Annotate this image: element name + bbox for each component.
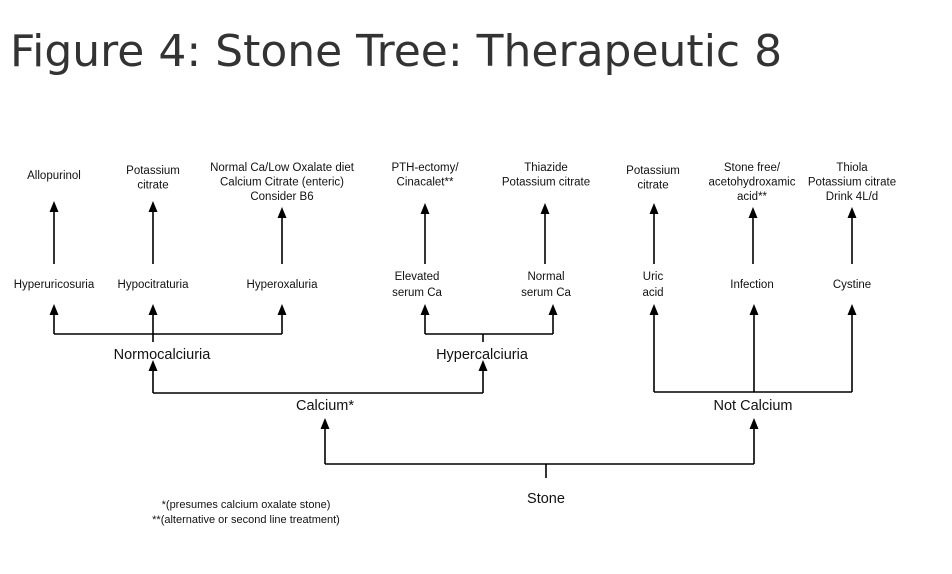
arrow-head (749, 304, 759, 315)
arrow-head (540, 203, 550, 214)
tree-connectors (49, 201, 857, 478)
node-hypercalciuria: Hypercalciuria (436, 347, 529, 363)
tree-labels: Stone Calcium* Not Calcium Normocalciuria Hy… (14, 162, 896, 526)
node-cystine: Cystine (833, 279, 871, 291)
arrow-head (277, 304, 287, 315)
arrow-head (649, 304, 659, 315)
node-infection: Infection (730, 279, 773, 291)
footnote-calcium-oxalate: *(presumes calcium oxalate stone) (162, 499, 331, 511)
node-not-calcium: Not Calcium (714, 398, 793, 414)
node-hyperoxaluria: Hyperoxaluria (247, 279, 319, 291)
arrow-head (420, 304, 430, 315)
node-stone: Stone (527, 491, 565, 507)
arrow-head (548, 304, 558, 315)
arrow-head (420, 203, 430, 214)
arrow-head (49, 201, 59, 212)
arrow-head (749, 418, 759, 429)
treatment-allopurinol: Allopurinol (27, 170, 81, 182)
arrow-head (847, 304, 857, 315)
arrow-head (478, 360, 488, 371)
page-title: Figure 4: Stone Tree: Therapeutic 8 (10, 26, 783, 77)
arrow-head (847, 207, 857, 218)
footnote-second-line: **(alternative or second line treatment) (152, 514, 340, 526)
node-normocalciuria: Normocalciuria (114, 347, 212, 363)
arrow-head (277, 207, 287, 218)
node-calcium: Calcium* (296, 398, 354, 414)
arrow-head (748, 207, 758, 218)
arrow-head (148, 201, 158, 212)
arrow-head (148, 360, 158, 371)
treatment-pth-ectomy: PTH-ectomy/Cinacalet** (391, 162, 459, 189)
arrow-head (649, 203, 659, 214)
arrow-head (49, 304, 59, 315)
node-hypocitraturia: Hypocitraturia (118, 279, 190, 291)
arrow-head (148, 304, 158, 315)
node-hyperuricosuria: Hyperuricosuria (14, 279, 95, 291)
arrow-head (320, 418, 330, 429)
